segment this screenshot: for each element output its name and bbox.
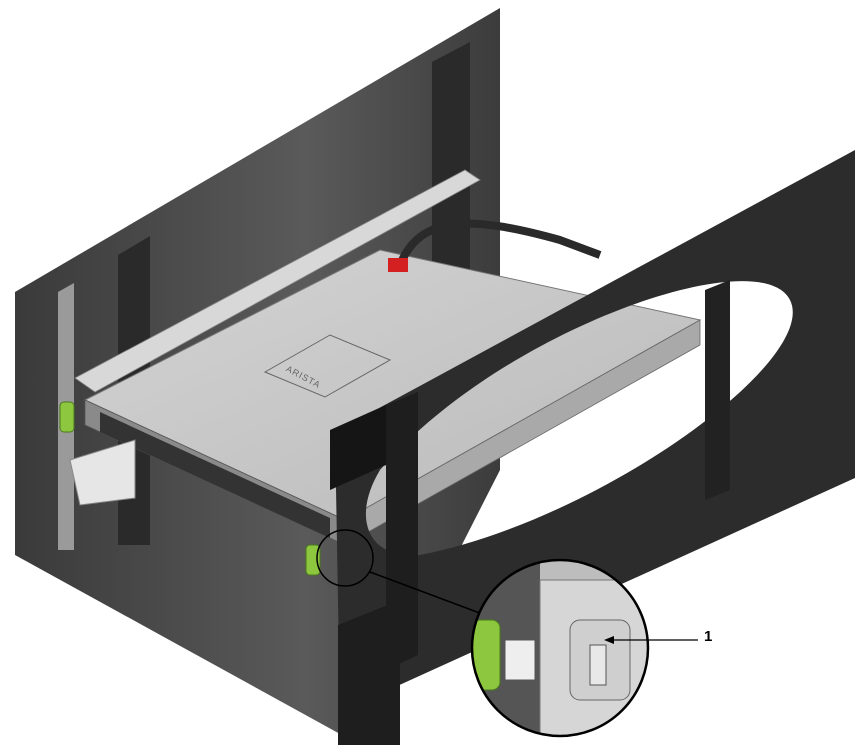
green-latch-left bbox=[59, 401, 75, 433]
power-cable bbox=[396, 219, 602, 267]
front-rack-post bbox=[386, 392, 418, 670]
detail-leader bbox=[369, 571, 486, 616]
green-latch-right bbox=[305, 544, 321, 576]
red-connector bbox=[388, 258, 408, 272]
detail-origin-circle bbox=[316, 529, 374, 587]
logo-plate bbox=[263, 334, 392, 398]
detail-magnifier-ring bbox=[470, 558, 650, 738]
rear-rail bbox=[74, 169, 481, 393]
front-right-post bbox=[705, 280, 730, 500]
rear-bracket bbox=[69, 439, 136, 506]
front-lower-post bbox=[338, 600, 400, 745]
front-left-post bbox=[330, 405, 386, 490]
detail-magnified bbox=[472, 560, 648, 736]
port-cages bbox=[100, 412, 330, 538]
callout-label-1: 1 bbox=[704, 628, 713, 645]
front-rack-panel bbox=[335, 150, 855, 712]
callout-arrowhead bbox=[604, 636, 614, 644]
